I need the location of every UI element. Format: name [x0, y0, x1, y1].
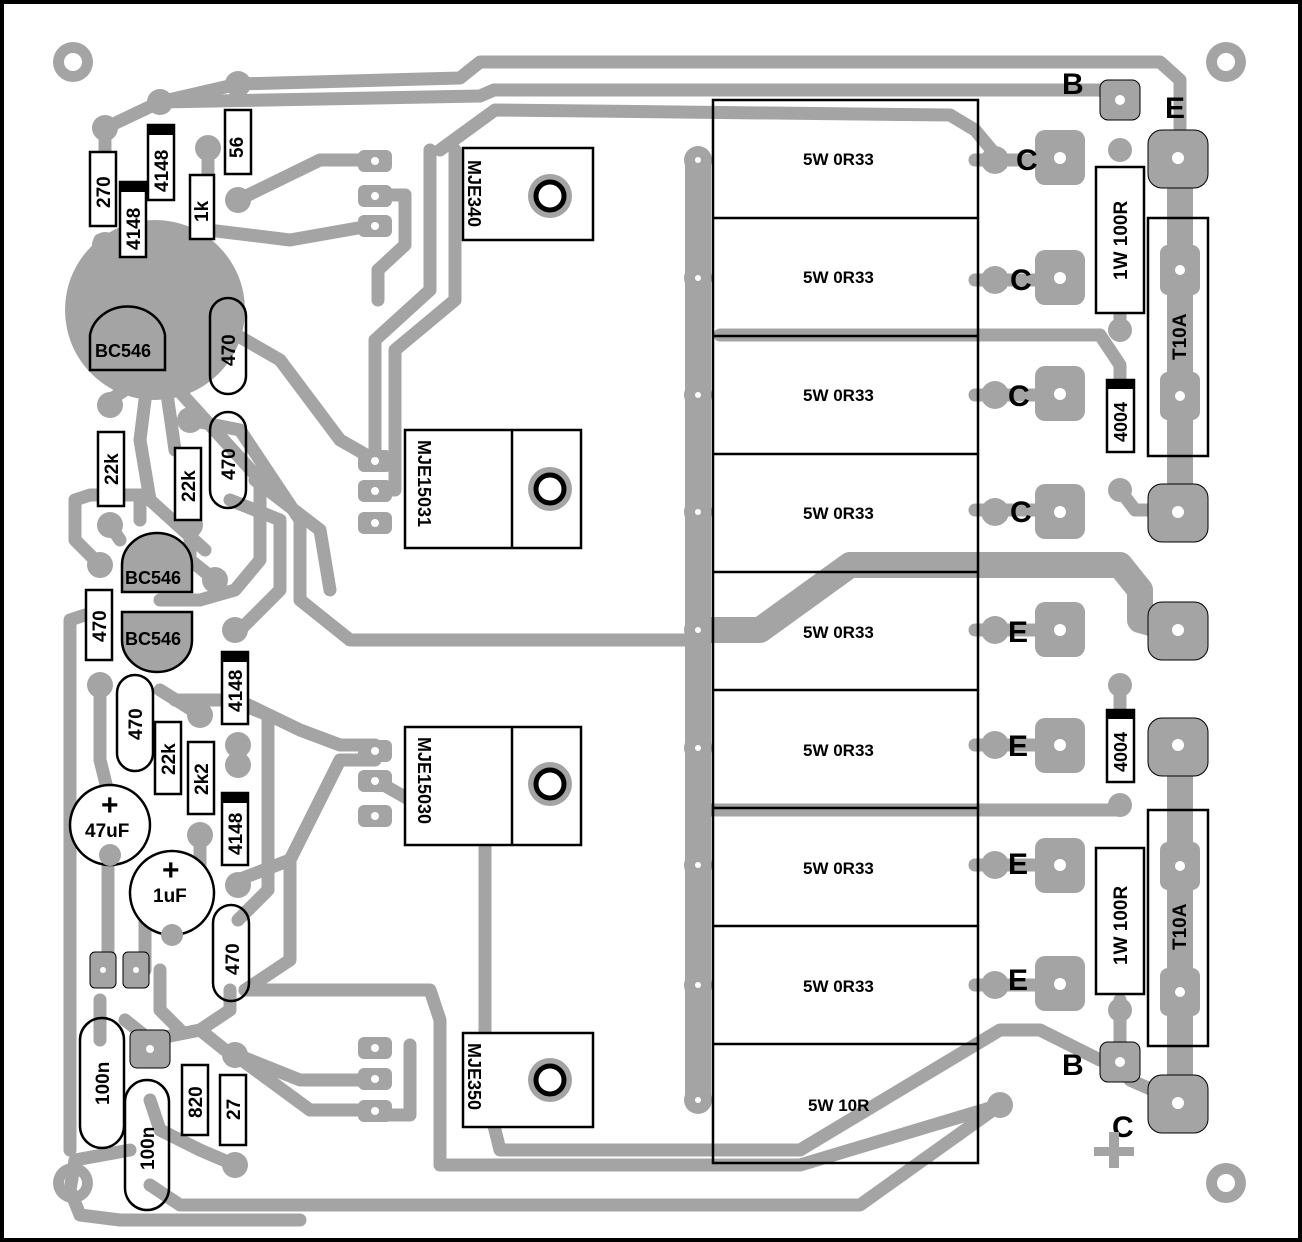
label-470e: 470 [223, 943, 244, 975]
label-22k-b: 22k [179, 470, 200, 502]
bus-pads [684, 146, 712, 1114]
res-label-2: 5W 0R33 [803, 268, 874, 287]
oval-components [78, 296, 251, 1212]
label-4004-bottom: 4004 [1111, 732, 1131, 772]
small-square-pads [89, 951, 171, 1069]
label-4004-top: 4004 [1111, 402, 1131, 442]
round-pads [87, 71, 1132, 1178]
label-e-top: E [1165, 92, 1185, 125]
label-mje15031: MJE15031 [414, 440, 434, 527]
label-d2: 4148 [124, 208, 145, 250]
label-1uf: 1uF [153, 886, 187, 907]
label-q3: BC546 [125, 629, 181, 649]
pad-letter-8: E [1008, 964, 1028, 997]
res-label-3: 5W 0R33 [803, 386, 874, 405]
square-pads-output [1035, 130, 1085, 1011]
supply-plus-symbol [1094, 1132, 1134, 1168]
q1-heatsink-area [65, 220, 245, 400]
pad-letter-7: E [1008, 848, 1028, 881]
right-side-parts [1094, 165, 1210, 1048]
bc546-transistors [88, 305, 194, 674]
small-resistors [84, 108, 253, 1147]
res-label-8: 5W 0R33 [803, 977, 874, 996]
label-d3: 4148 [226, 670, 247, 712]
label-1k: 1k [192, 200, 213, 222]
label-b-top: B [1062, 68, 1084, 101]
label-b-bottom: B [1062, 1049, 1084, 1082]
pad-letter-4: C [1010, 496, 1032, 529]
label-1w-bottom: 1W 100R [1111, 886, 1132, 965]
label-d4: 4148 [226, 813, 247, 855]
pad-letter-5: E [1008, 616, 1028, 649]
res-label-6: 5W 0R33 [803, 741, 874, 760]
label-1w-top: 1W 100R [1111, 201, 1132, 280]
component-labels: 270 56 1k 4148 4148 BC546 470 470 22k 22… [85, 68, 1191, 1170]
label-470a: 470 [219, 334, 240, 366]
plus-1uf: + [162, 854, 180, 887]
label-22k-a: 22k [102, 453, 123, 485]
label-470c: 470 [90, 610, 111, 642]
label-27: 27 [224, 1099, 245, 1120]
plus-47uf: + [101, 789, 119, 822]
label-22k-c: 22k [159, 743, 180, 775]
label-820: 820 [186, 1086, 207, 1118]
resistor-end-pads [981, 146, 1009, 999]
label-270: 270 [94, 176, 115, 208]
transistor-pin-pads [358, 150, 392, 1122]
label-q2: BC546 [125, 568, 181, 588]
label-d1: 4148 [152, 150, 173, 192]
label-470b: 470 [219, 448, 240, 480]
terminal-pads [1099, 79, 1209, 1134]
label-mje340: MJE340 [464, 160, 484, 227]
res-label-5: 5W 0R33 [803, 623, 874, 642]
label-100n-b: 100n [138, 1127, 159, 1170]
label-100n-a: 100n [93, 1062, 114, 1105]
pad-letter-2: C [1010, 264, 1032, 297]
res-label-4: 5W 0R33 [803, 504, 874, 523]
pad-letter-3: C [1008, 380, 1030, 413]
label-fuse-bottom: T10A [1170, 903, 1191, 950]
pad-letter-6: E [1008, 730, 1028, 763]
res-label-9: 5W 10R [808, 1096, 869, 1115]
label-q1: BC546 [95, 341, 151, 361]
res-label-1: 5W 0R33 [803, 150, 874, 169]
signal-diodes [118, 123, 1136, 867]
electrolytic-caps [68, 783, 216, 946]
power-transistors [403, 146, 595, 1129]
label-2k2: 2k2 [192, 763, 213, 795]
label-fuse-top: T10A [1170, 313, 1191, 360]
pad-letter-1: C [1016, 144, 1038, 177]
label-mje350: MJE350 [464, 1043, 484, 1110]
res-label-7: 5W 0R33 [803, 859, 874, 878]
label-47uf: 47uF [85, 821, 129, 842]
power-resistor-stack [711, 98, 980, 1165]
label-mje15030: MJE15030 [414, 737, 434, 824]
label-470d: 470 [126, 708, 147, 740]
label-56: 56 [227, 137, 248, 158]
